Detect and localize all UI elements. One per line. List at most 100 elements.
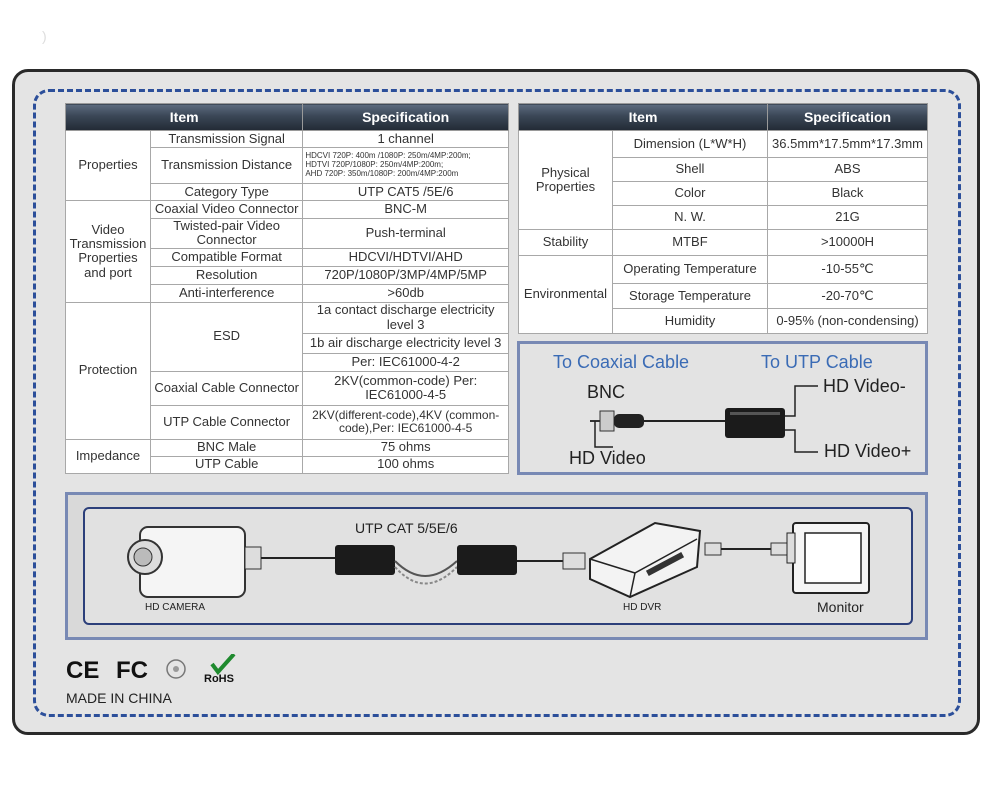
- corner-mark: ): [42, 28, 47, 44]
- row-value: Black: [767, 181, 928, 206]
- dvr-icon: [589, 521, 702, 599]
- cert-logos: CE FC RoHS: [66, 652, 266, 690]
- row-name: Transmission Distance: [149, 147, 304, 184]
- made-in-label: MADE IN CHINA: [66, 690, 172, 706]
- minus-pointer: [785, 385, 818, 417]
- dashed-border: [33, 89, 961, 717]
- row-value: 21G: [767, 205, 928, 230]
- row-value: Push-terminal: [302, 218, 509, 249]
- row-name: Humidity: [611, 308, 769, 334]
- physical-group: Physical Properties: [518, 130, 613, 230]
- row-name: Transmission Signal: [149, 130, 304, 148]
- spec-header: Specification: [767, 103, 928, 131]
- utp-cable-label: UTP CAT 5/5E/6: [355, 520, 458, 536]
- row-value: 720P/1080P/3MP/4MP/5MP: [302, 265, 509, 285]
- row-value: 0-95% (non-condensing): [767, 308, 928, 334]
- balun-left-icon: [335, 545, 395, 575]
- row-name: Shell: [611, 157, 769, 182]
- wiring-panel: To Coaxial Cable To UTP Cable BNC HD Vid…: [517, 341, 928, 475]
- row-value: HDCVI/HDTVI/AHD: [302, 247, 509, 267]
- hd-video-pointer: [594, 421, 613, 448]
- row-value: ABS: [767, 157, 928, 182]
- connection-panel: HD CAMERA UTP CAT 5/5E/6 HD DVR: [65, 492, 928, 640]
- rohs-label: RoHS: [204, 673, 234, 685]
- to-coaxial-label: To Coaxial Cable: [553, 352, 689, 372]
- row-value: 75 ohms: [302, 438, 509, 457]
- utp-connector-label: UTP Cable Connector: [149, 404, 304, 440]
- utp-cable-twist: [394, 566, 458, 585]
- row-name: Coaxial Video Connector: [149, 200, 304, 219]
- camera-label: HD CAMERA: [145, 602, 205, 613]
- bnc-label: BNC: [587, 382, 625, 402]
- connection-svg: HD CAMERA UTP CAT 5/5E/6 HD DVR: [127, 520, 870, 615]
- row-name: Resolution: [149, 265, 304, 285]
- row-value: HDCVI 720P: 400m /1080P: 250m/4MP:200m; …: [302, 147, 509, 184]
- row-name: Storage Temperature: [611, 283, 769, 309]
- fc-mark-icon: FC: [116, 657, 148, 684]
- left-spec-table: Item Specification Properties Transmissi…: [64, 103, 509, 474]
- bnc-connector-icon: [590, 410, 644, 432]
- row-name: Operating Temperature: [611, 255, 769, 284]
- balun-right-icon: [457, 545, 517, 575]
- camera-icon: [127, 526, 262, 598]
- utp-cable: [394, 560, 458, 577]
- utp-connector-value: 2KV(different-code),4KV (common-code),Pe…: [302, 404, 509, 440]
- row-name: Twisted-pair Video Connector: [149, 218, 304, 249]
- monitor-label: Monitor: [817, 599, 864, 615]
- properties-group: Properties: [65, 130, 151, 201]
- recycle-icon: [166, 659, 186, 679]
- coaxial-connector-value: 2KV(common-code) Per: IEC61000-4-5: [302, 370, 509, 406]
- right-spec-table: Item Specification Physical Properties D…: [517, 103, 928, 334]
- row-value: 1 channel: [302, 130, 509, 148]
- cert-svg: CE FC RoHS: [66, 652, 236, 685]
- esd-value: 1a contact discharge electricity level 3: [302, 301, 509, 334]
- row-value: -10-55℃: [767, 255, 928, 284]
- rohs-check-icon: [210, 652, 236, 676]
- dvr-label: HD DVR: [623, 602, 661, 613]
- environmental-group: Environmental: [518, 255, 613, 334]
- row-name: Compatible Format: [149, 247, 304, 267]
- video-group: Video Transmission Properties and port: [65, 200, 151, 303]
- esd-label: ESD: [149, 301, 304, 372]
- row-name: Dimension (L*W*H): [611, 130, 769, 158]
- row-name: Color: [611, 181, 769, 206]
- row-value: 100 ohms: [302, 455, 509, 474]
- distance-line: AHD 720P: 350m/1080P: 200m/4MP:200m: [305, 168, 459, 178]
- monitor-icon: [786, 522, 870, 594]
- item-header: Item: [517, 103, 769, 131]
- balun-icon: [725, 408, 785, 438]
- row-name: UTP Cable: [149, 455, 304, 474]
- plus-pointer: [785, 429, 818, 453]
- spec-header: Specification: [302, 103, 509, 131]
- esd-value: 1b air discharge electricity level 3: [302, 332, 509, 354]
- connection-diagram: HD CAMERA UTP CAT 5/5E/6 HD DVR: [83, 507, 913, 625]
- row-value: 36.5mm*17.5mm*17.3mm: [767, 130, 928, 158]
- stability-group: Stability: [518, 229, 613, 256]
- vga-plug-icon: [704, 542, 722, 556]
- row-value: >10000H: [767, 229, 928, 256]
- impedance-group: Impedance: [65, 438, 151, 474]
- hd-video-plus-label: HD Video+: [824, 441, 911, 461]
- row-name: N. W.: [611, 205, 769, 230]
- row-value: UTP CAT5 /5E/6: [302, 183, 509, 201]
- row-name: Category Type: [149, 183, 304, 201]
- protection-group: Protection: [65, 301, 151, 440]
- row-value: -20-70℃: [767, 283, 928, 309]
- bnc-plug-icon: [562, 552, 586, 570]
- esd-value: Per: IEC61000-4-2: [302, 352, 509, 372]
- distance-line: HDTVI 720P/1080P: 250m/4MP:200m;: [305, 160, 444, 170]
- row-value: BNC-M: [302, 200, 509, 219]
- row-value: >60db: [302, 283, 509, 303]
- hd-video-minus-label: HD Video-: [823, 376, 906, 396]
- to-utp-label: To UTP Cable: [761, 352, 873, 372]
- wiring-diagram: To Coaxial Cable To UTP Cable BNC HD Vid…: [553, 352, 911, 468]
- row-name: BNC Male: [149, 438, 304, 457]
- row-name: MTBF: [611, 229, 769, 256]
- row-name: Anti-interference: [149, 283, 304, 303]
- ce-mark-icon: CE: [66, 657, 99, 684]
- item-header: Item: [64, 103, 304, 131]
- distance-line: HDCVI 720P: 400m /1080P: 250m/4MP:200m;: [305, 151, 471, 161]
- coaxial-connector-label: Coaxial Cable Connector: [149, 370, 304, 406]
- vga-plug-right-icon: [770, 542, 788, 556]
- hd-video-label: HD Video: [569, 448, 646, 468]
